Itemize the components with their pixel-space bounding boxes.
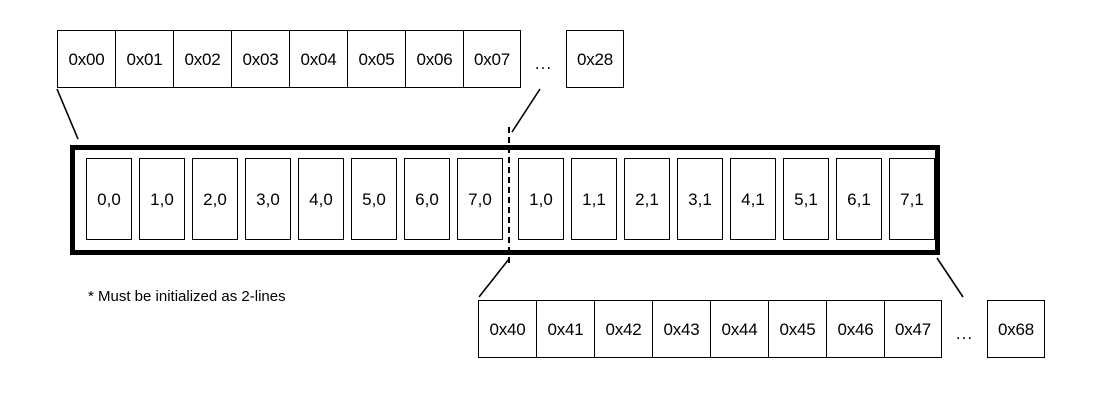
address-cell: 0x00 xyxy=(57,30,115,88)
address-cell: 0x46 xyxy=(826,300,884,358)
word-cell: 6,1 xyxy=(836,158,882,240)
address-cell-trailing: 0x68 xyxy=(987,300,1045,358)
word-cell: 3,1 xyxy=(677,158,723,240)
word-cell: 2,0 xyxy=(192,158,238,240)
bottom-address-strip: 0x40 0x41 0x42 0x43 0x44 0x45 0x46 0x47 … xyxy=(478,300,1045,358)
word-cell: 5,0 xyxy=(351,158,397,240)
address-cell-trailing: 0x28 xyxy=(566,30,624,88)
address-cell: 0x02 xyxy=(173,30,231,88)
word-cell: 7,0 xyxy=(457,158,503,240)
top-address-strip: 0x00 0x01 0x02 0x03 0x04 0x05 0x06 0x07 … xyxy=(57,30,624,88)
connector-top-left xyxy=(56,88,79,140)
connector-bottom-left xyxy=(478,258,510,298)
address-cell: 0x47 xyxy=(884,300,942,358)
address-ellipsis: ... xyxy=(955,324,974,343)
word-cell: 1,1 xyxy=(571,158,617,240)
cache-line-split-divider xyxy=(508,127,510,263)
word-cell: 2,1 xyxy=(624,158,670,240)
cache-line-box: 0,0 1,0 2,0 3,0 4,0 5,0 6,0 7,0 1,0 1,1 … xyxy=(70,145,940,255)
word-cell: 3,0 xyxy=(245,158,291,240)
address-cell: 0x41 xyxy=(536,300,594,358)
address-cell: 0x05 xyxy=(347,30,405,88)
word-cell: 6,0 xyxy=(404,158,450,240)
address-cell: 0x04 xyxy=(289,30,347,88)
address-cell: 0x40 xyxy=(478,300,536,358)
word-cell: 4,0 xyxy=(298,158,344,240)
word-cell: 0,0 xyxy=(86,158,132,240)
caption-note: * Must be initialized as 2-lines xyxy=(88,288,286,305)
address-cell: 0x01 xyxy=(115,30,173,88)
address-cell: 0x45 xyxy=(768,300,826,358)
word-cell: 5,1 xyxy=(783,158,829,240)
connector-bottom-right xyxy=(936,257,964,298)
address-cell: 0x43 xyxy=(652,300,710,358)
word-cell: 4,1 xyxy=(730,158,776,240)
word-cell: 7,1 xyxy=(889,158,935,240)
cache-line-word-row: 0,0 1,0 2,0 3,0 4,0 5,0 6,0 7,0 1,0 1,1 … xyxy=(86,158,935,240)
address-cell: 0x06 xyxy=(405,30,463,88)
word-cell: 1,0 xyxy=(139,158,185,240)
address-cell: 0x07 xyxy=(463,30,521,88)
address-cell: 0x44 xyxy=(710,300,768,358)
connector-top-right xyxy=(511,88,541,133)
address-cell: 0x42 xyxy=(594,300,652,358)
word-cell: 1,0 xyxy=(518,158,564,240)
address-ellipsis: ... xyxy=(534,54,553,73)
address-cell: 0x03 xyxy=(231,30,289,88)
